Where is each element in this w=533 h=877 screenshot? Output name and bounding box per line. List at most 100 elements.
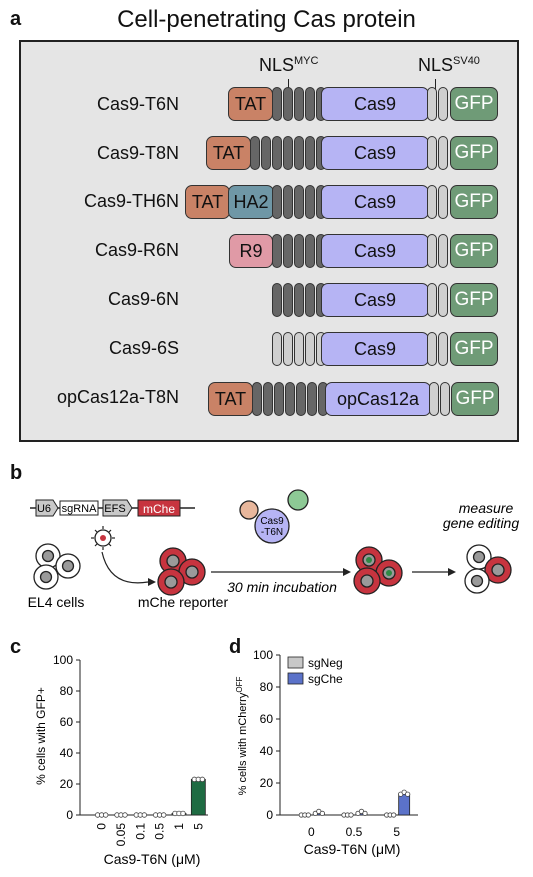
construct-label: Cas9-T6N — [96, 94, 179, 114]
el4-cells-label: EL4 cells — [28, 594, 85, 610]
nls-myc-domain — [305, 234, 315, 268]
nls-myc-domain — [307, 382, 317, 416]
nls-myc-domain — [285, 382, 295, 416]
tat-domain: TAT — [208, 382, 253, 416]
y-tick-label: 40 — [60, 746, 74, 760]
treated-cells-icon — [353, 546, 403, 595]
nls-sv40-domain — [440, 382, 450, 416]
y-tick-label: 20 — [260, 776, 274, 790]
legend-label: sgNeg — [308, 656, 343, 670]
nls-myc-domain — [263, 382, 273, 416]
virus-icon — [91, 526, 115, 550]
construct-label: opCas12a-T8N — [56, 387, 179, 407]
data-point — [102, 812, 109, 818]
mche-box — [137, 499, 181, 517]
r9-domain: R9 — [229, 234, 273, 268]
x-tick-label: 0 — [95, 823, 109, 830]
cas9-domain: Cas9 — [321, 332, 429, 366]
y-tick-label: 80 — [60, 684, 74, 698]
u6-promoter — [35, 499, 59, 517]
y-tick-label: 60 — [260, 712, 274, 726]
chart-c-ylabel: % cells with GFP+ — [34, 687, 48, 785]
nls-myc-tick — [288, 79, 289, 91]
data-point — [122, 812, 128, 818]
efs-promoter — [102, 499, 133, 517]
reporter-label: mChe reporter — [138, 594, 229, 610]
nls-sv40-domain — [427, 87, 437, 121]
x-tick-label: 0.5 — [153, 823, 167, 840]
nls-myc-domain — [283, 87, 293, 121]
el4-cells-icon — [33, 543, 81, 590]
nls-myc-domain — [274, 382, 284, 416]
opcas12a-domain: opCas12a — [325, 382, 431, 416]
cas9-domain: Cas9 — [321, 283, 429, 317]
nls-sv40-domain — [429, 382, 439, 416]
x-tick-label: 0.05 — [114, 823, 128, 847]
panel-a-letter: a — [10, 8, 22, 30]
gfp-domain: GFP — [450, 283, 498, 317]
protein-label-line1: Cas9 — [260, 516, 284, 527]
nls-sv40-domain — [427, 332, 437, 366]
nls-sv40-domain — [438, 234, 448, 268]
x-tick-label: 0.5 — [346, 825, 363, 839]
nls-sv40-domain — [294, 332, 304, 366]
data-point — [180, 810, 186, 817]
x-tick-label: 5 — [393, 825, 400, 839]
data-point — [362, 810, 368, 816]
efs-label: EFS — [104, 503, 125, 515]
construct-label: Cas9-6S — [108, 338, 179, 358]
nls-sv40-domain — [427, 136, 437, 170]
nls-myc-domain — [294, 87, 304, 121]
measure-label-1: measure — [459, 500, 514, 516]
measure-label-2: gene editing — [443, 515, 520, 531]
workflow-schematic: U6 sgRNA EFS mChe EL4 cells mChe reporte… — [28, 489, 520, 610]
y-tick-label: 0 — [266, 808, 273, 822]
y-tick-label: 20 — [60, 777, 74, 791]
x-tick-label: 1 — [172, 823, 186, 830]
nls-myc-domain — [261, 136, 271, 170]
chart-c-xlabel: Cas9-T6N (μM) — [104, 851, 201, 867]
mcherry-off-chart: % cells with mCherryOFF Cas9-T6N (μM) 02… — [235, 648, 418, 857]
tat-domain: TAT — [185, 185, 230, 219]
nls-myc-domain — [252, 382, 262, 416]
nls-sv40-domain — [427, 283, 437, 317]
nls-myc-label: NLSMYC — [259, 55, 319, 75]
nls-sv40-domain — [438, 185, 448, 219]
nls-myc-domain — [296, 382, 306, 416]
incubation-label: 30 min incubation — [227, 579, 337, 595]
nls-myc-domain — [283, 185, 293, 219]
nls-sv40-domain — [283, 332, 293, 366]
x-tick-label: 5 — [191, 823, 205, 830]
bar — [190, 778, 206, 816]
nls-myc-domain — [272, 185, 282, 219]
y-tick-label: 100 — [53, 653, 73, 667]
nls-myc-domain — [283, 234, 293, 268]
gfp-domain: GFP — [450, 234, 498, 268]
panel-b-letter: b — [10, 462, 23, 484]
nls-sv40-label: NLSSV40 — [418, 55, 480, 75]
data-point — [199, 776, 206, 783]
construct-label: Cas9-T8N — [96, 143, 179, 163]
nls-sv40-domain — [438, 136, 448, 170]
y-tick-label: 60 — [60, 715, 74, 729]
panel-c-letter: c — [10, 636, 22, 658]
tat-domain: TAT — [206, 136, 251, 170]
nls-myc-domain — [272, 87, 282, 121]
panel-d-letter: d — [229, 636, 242, 658]
nls-myc-domain — [283, 136, 293, 170]
edited-cells-icon — [464, 544, 512, 594]
construct-label: Cas9-TH6N — [83, 191, 179, 211]
nls-sv40-domain — [427, 185, 437, 219]
nls-sv40-domain — [305, 332, 315, 366]
data-point — [348, 812, 354, 818]
nls-sv40-tick — [435, 79, 436, 91]
nls-myc-domain — [272, 136, 282, 170]
nls-myc-domain — [272, 234, 282, 268]
data-point — [391, 812, 397, 818]
nls-myc-domain — [305, 185, 315, 219]
y-tick-label: 80 — [260, 680, 274, 694]
data-point — [160, 812, 167, 818]
gfp-domain: GFP — [450, 136, 498, 170]
u6-label: U6 — [37, 503, 51, 515]
construct-label: Cas9-6N — [107, 289, 179, 309]
